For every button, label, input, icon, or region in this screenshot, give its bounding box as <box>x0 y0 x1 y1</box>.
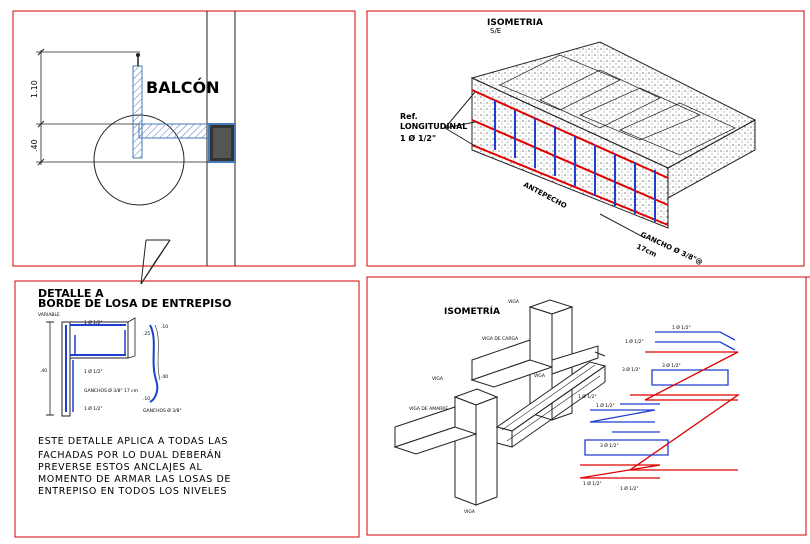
ref-label-2: LONGITUDINAL <box>400 122 467 131</box>
slab-edge-detail <box>46 317 161 417</box>
small-label-3: 1 Ø 1/2" <box>84 368 103 375</box>
detail-title-1: DETALLE A <box>38 287 104 300</box>
rebar-label-7: 3 Ø 1/2" <box>600 442 619 449</box>
beam-isometric <box>393 299 607 506</box>
balcony-title: BALCÓN <box>146 78 220 97</box>
note-line-5: ENTREPISO EN TODOS LOS NIVELES <box>38 486 227 497</box>
frame-bottom-left <box>14 280 360 538</box>
small-label-4: GANCHOS Ø 3/8" 17 cm <box>84 387 138 394</box>
small-label-5: 1 Ø 1/2" <box>84 405 103 412</box>
balcony-detail <box>36 11 236 285</box>
iso-title: ISOMETRIA <box>487 18 543 28</box>
note-line-4: MOMENTO DE ARMAR LAS LOSAS DE <box>38 474 231 485</box>
small-label-2: 1 Ø 1/2" <box>84 319 103 326</box>
beam-label-e: VIGA <box>432 376 444 382</box>
iso-subtitle: S/E <box>490 27 501 35</box>
rebar-label-8: 1 Ø 1/2" <box>583 480 602 487</box>
rebar-cage <box>579 331 741 479</box>
isometric-parapet <box>444 41 757 239</box>
rebar-label-5: 1 Ø 1/2" <box>578 393 597 400</box>
rebar-label-9: 1 Ø 1/2" <box>620 485 639 492</box>
dim-bottom: .40 <box>30 139 39 152</box>
ref-label-1: Ref. <box>400 112 418 121</box>
beam-label-c: VIGA <box>534 373 546 379</box>
rebar-label-6: 1 Ø 1/2" <box>596 402 615 409</box>
note-line-1: ESTE DETALLE APLICA A TODAS LAS <box>38 436 228 447</box>
beam-label-b: VIGA DE CARGA <box>482 336 519 342</box>
frame-bottom-right <box>366 276 807 536</box>
rebar-label-4: 3 Ø 1/2" <box>622 366 641 373</box>
frame-top-right <box>366 10 805 267</box>
small-label-6: GANCHOS Ø 3/8" <box>143 407 182 414</box>
frame-top-left <box>12 10 356 267</box>
iso2-title: ISOMETRÍA <box>444 305 500 317</box>
gancho-spacing: 17cm <box>635 243 658 259</box>
small-label-1: VARIABLE <box>38 312 60 318</box>
detail-title-2: BORDE DE LOSA DE ENTREPISO <box>38 297 232 310</box>
note-line-3: PREVERSE ESTOS ANCLAJES AL <box>38 462 202 473</box>
ref-label-3: 1 Ø 1/2" <box>400 133 436 143</box>
beam-label-a: VIGA <box>508 299 520 305</box>
rebar-label-1: 1 Ø 1/2" <box>672 324 691 331</box>
detail-dim-3: .40 <box>40 368 47 374</box>
detail-dim-4: .40 <box>161 374 168 380</box>
detail-dim-5: .10 <box>143 396 150 402</box>
dim-top: 1.10 <box>30 80 39 98</box>
detail-dim-1: .10 <box>161 324 168 330</box>
note-line-2: FACHADAS POR LO DUAL DEBERÁN <box>38 449 222 461</box>
rebar-label-3: 3 Ø 1/2" <box>662 362 681 369</box>
beam-label-f: VIGA <box>464 509 476 515</box>
detail-dim-2: .25 <box>143 331 150 337</box>
beam-label-d: VIGA DE AMARRE <box>409 406 448 412</box>
rebar-label-2: 1 Ø 1/2" <box>625 338 644 345</box>
